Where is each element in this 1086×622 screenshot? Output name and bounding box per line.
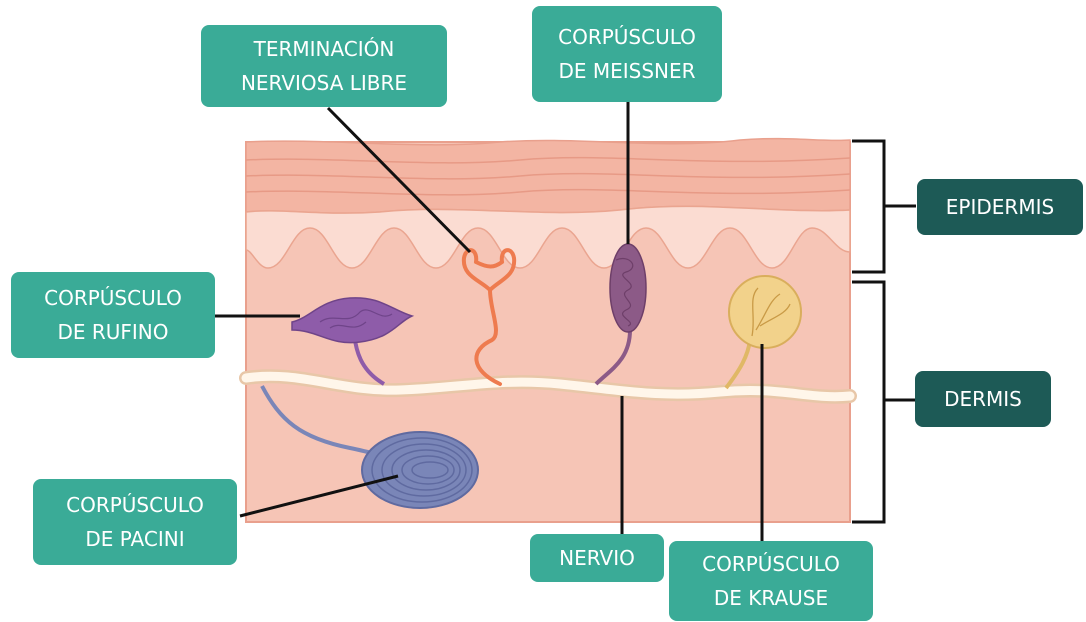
label-corpusculo-krause: CORPÚSCULO DE KRAUSE	[669, 541, 873, 621]
epidermis-bracket	[852, 141, 916, 272]
krause-corpuscle	[729, 276, 801, 348]
meissner-corpuscle	[610, 244, 646, 332]
label-corpusculo-meissner: CORPÚSCULO DE MEISSNER	[532, 6, 722, 102]
label-epidermis: EPIDERMIS	[917, 179, 1083, 235]
label-corpusculo-pacini: CORPÚSCULO DE PACINI	[33, 479, 237, 565]
dermis-bracket	[852, 282, 916, 522]
label-dermis: DERMIS	[915, 371, 1051, 427]
pacini-corpuscle	[362, 432, 478, 508]
label-nervio: NERVIO	[530, 534, 664, 582]
label-corpusculo-rufino: CORPÚSCULO DE RUFINO	[11, 272, 215, 358]
label-terminacion-nerviosa-libre: TERMINACIÓN NERVIOSA LIBRE	[201, 25, 447, 107]
